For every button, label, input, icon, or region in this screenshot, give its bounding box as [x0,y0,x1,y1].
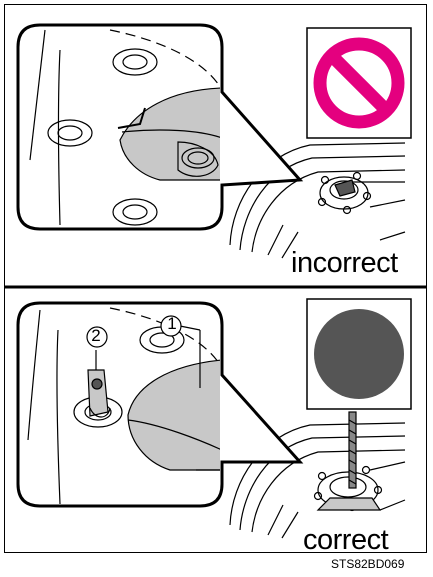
ok-circle-icon [307,299,411,409]
figure-code: STS82BD069 [331,557,404,571]
correct-label: correct [303,524,388,557]
incorrect-label: incorrect [291,247,398,280]
callout-number-2: 2 [84,326,108,346]
top-callout-bubble [18,25,300,229]
bottom-callout-bubble [18,303,300,506]
callout-number-1: 1 [160,314,184,334]
prohibited-icon [307,28,411,138]
